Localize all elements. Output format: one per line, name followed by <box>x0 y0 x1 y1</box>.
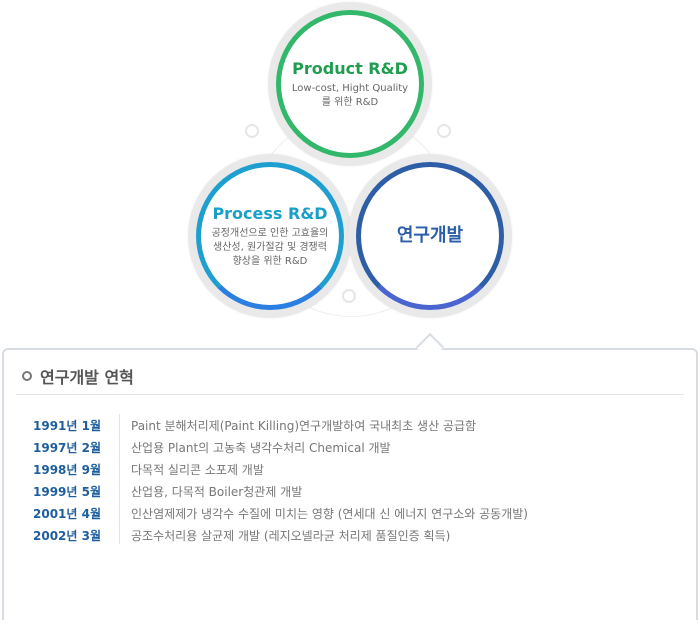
connector-dot-left <box>245 124 259 138</box>
history-desc: 산업용 Plant의 고농축 냉각수처리 Chemical 개발 <box>131 440 391 455</box>
history-row: 2001년 4월 인산염제제가 냉각수 수질에 미치는 영향 (연세대 신 에너지… <box>33 502 528 524</box>
history-row: 1998년 9월 다목적 실리콘 소포제 개발 <box>33 458 528 480</box>
rnd-circle: 연구개발 <box>348 154 512 318</box>
history-list: 1991년 1월 Paint 분해처리제(Paint Killing)연구개발하여… <box>33 414 528 546</box>
timeline-line <box>119 414 120 544</box>
history-date: 1999년 5월 <box>33 484 102 499</box>
history-date: 1998년 9월 <box>33 462 102 477</box>
history-title: 연구개발 연혁 <box>22 364 134 388</box>
rnd-title: 연구개발 <box>396 225 464 246</box>
history-row: 1999년 5월 산업용, 다목적 Boiler청관제 개발 <box>33 480 528 502</box>
product-rnd-title: Product R&D <box>292 58 408 78</box>
connector-dot-bottom <box>342 289 356 303</box>
history-desc: 산업용, 다목적 Boiler청관제 개발 <box>131 484 303 499</box>
history-date: 1991년 1월 <box>33 418 102 433</box>
process-rnd-title: Process R&D <box>212 203 328 223</box>
history-row: 1997년 2월 산업용 Plant의 고농축 냉각수처리 Chemical 개발 <box>33 436 528 458</box>
history-row: 2002년 3월 공조수처리용 살균제 개발 (레지오넬라균 처리제 품질인증 획… <box>33 524 528 546</box>
divider <box>16 394 684 395</box>
history-row: 1991년 1월 Paint 분해처리제(Paint Killing)연구개발하여… <box>33 414 528 436</box>
history-desc: 인산염제제가 냉각수 수질에 미치는 영향 (연세대 신 에너지 연구소와 공동… <box>131 506 528 521</box>
connector-dot-right <box>437 124 451 138</box>
history-panel <box>2 348 698 620</box>
history-desc: Paint 분해처리제(Paint Killing)연구개발하여 국내최초 생산… <box>131 418 477 433</box>
history-desc: 다목적 실리콘 소포제 개발 <box>131 462 264 477</box>
history-desc: 공조수처리용 살균제 개발 (레지오넬라균 처리제 품질인증 획득) <box>131 528 451 543</box>
history-date: 1997년 2월 <box>33 440 102 455</box>
history-date: 2001년 4월 <box>33 506 102 521</box>
bullet-icon <box>22 371 32 381</box>
history-date: 2002년 3월 <box>33 528 102 543</box>
